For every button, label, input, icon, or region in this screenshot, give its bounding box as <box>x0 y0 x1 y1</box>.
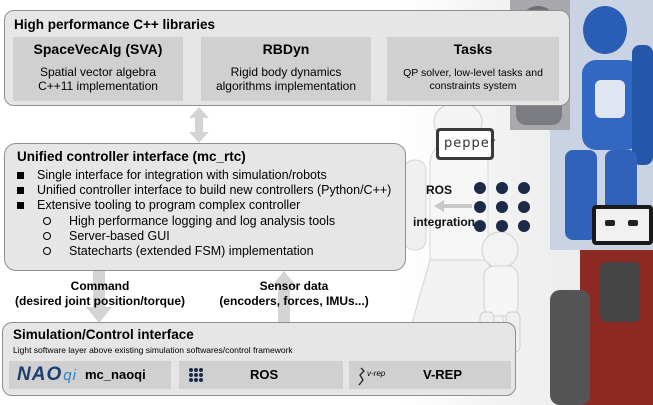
ros-integration-arrows <box>434 200 472 212</box>
rbdyn-library-box: RBDyn Rigid body dynamics algorithms imp… <box>201 37 371 101</box>
sub-list-item: Server-based GUI <box>17 229 391 244</box>
rbdyn-library-name: RBDyn <box>262 41 310 57</box>
vrep-figure-icon <box>358 367 365 386</box>
command-down-arrow-icon <box>86 271 112 323</box>
list-item: Extensive tooling to program complex con… <box>17 198 391 213</box>
ros-box-label: ROS <box>250 367 279 382</box>
simulation-control-subtitle: Light software layer above existing simu… <box>13 345 293 355</box>
integration-label: integration <box>413 215 475 229</box>
pepper-screen-text: pepper <box>444 136 497 151</box>
mc-rtc-title: Unified controller interface (mc_rtc) <box>17 149 246 164</box>
cpp-libraries-title: High performance C++ libraries <box>14 17 216 32</box>
sub-list-item: Statecharts (extended FSM) implementatio… <box>17 244 391 259</box>
mc-rtc-panel: Unified controller interface (mc_rtc) Si… <box>4 143 406 271</box>
command-label: Command (desired joint position/torque) <box>15 279 185 308</box>
pepper-robot <box>403 101 507 331</box>
vrep-box: v-rep V-REP <box>349 361 511 389</box>
pepper-tablet-screen: pepper <box>439 131 495 157</box>
vrep-box-label: V-REP <box>423 367 463 382</box>
sva-library-description: Spatial vector algebra C++11 implementat… <box>38 65 158 93</box>
sva-library-name: SpaceVecAlg (SVA) <box>33 41 163 57</box>
baxter-robot <box>550 205 653 405</box>
simulation-control-title: Simulation/Control interface <box>13 327 194 342</box>
tasks-library-name: Tasks <box>453 41 493 57</box>
sensor-up-arrow-icon <box>271 271 297 323</box>
circle-bullet-icon <box>43 247 51 256</box>
tasks-library-description: QP solver, low-level tasks and constrain… <box>403 67 543 92</box>
mc-naoqi-box: NAOqi mc_naoqi <box>9 361 171 389</box>
cpp-libraries-panel: High performance C++ libraries SpaceVecA… <box>4 10 570 106</box>
ros-label: ROS <box>426 183 453 197</box>
vrep-logo-icon: v-rep <box>355 366 409 386</box>
pepper-tablet: pepper <box>436 128 495 160</box>
list-item: Single interface for integration with si… <box>17 168 391 183</box>
sva-library-box: SpaceVecAlg (SVA) Spatial vector algebra… <box>13 37 183 101</box>
circle-bullet-icon <box>43 231 51 240</box>
naoqi-logo: NAOqi <box>17 364 77 385</box>
double-arrow-icon <box>189 107 209 143</box>
rbdyn-library-description: Rigid body dynamics algorithms implement… <box>215 65 357 93</box>
ros-logo-icon <box>189 368 203 382</box>
list-item: Unified controller interface to build ne… <box>17 183 391 198</box>
tasks-library-box: Tasks QP solver, low-level tasks and con… <box>387 37 559 101</box>
mc-naoqi-label: mc_naoqi <box>85 367 146 382</box>
ros-logo-dots <box>474 182 540 232</box>
sensor-data-label: Sensor data (encoders, forces, IMUs...) <box>219 279 369 308</box>
mc-rtc-feature-list: Single interface for integration with si… <box>17 168 391 259</box>
sub-list-item: High performance logging and log analysi… <box>17 214 391 229</box>
simulation-control-panel: Simulation/Control interface Light softw… <box>2 322 516 396</box>
ros-box: ROS <box>179 361 343 389</box>
circle-bullet-icon <box>43 216 51 225</box>
robots-illustration <box>403 0 653 405</box>
square-bullet-icon <box>17 172 24 179</box>
square-bullet-icon <box>17 202 24 210</box>
square-bullet-icon <box>17 187 24 195</box>
